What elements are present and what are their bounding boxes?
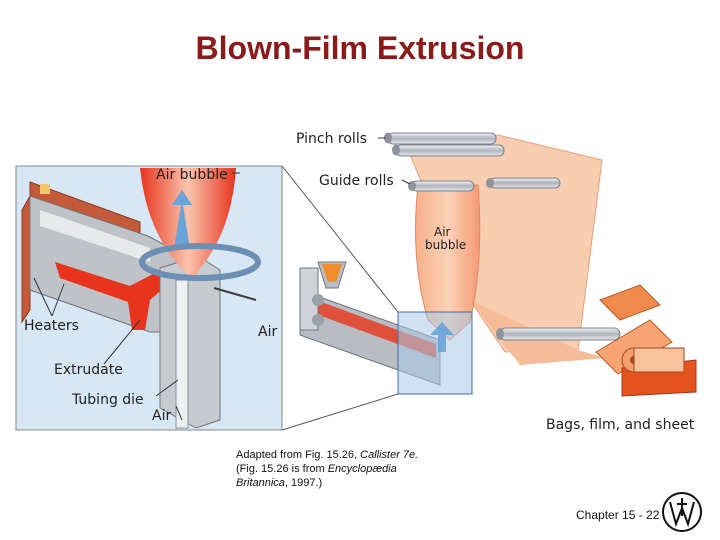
label-extrudate: Extrudate bbox=[54, 362, 123, 378]
label-tubing-die: Tubing die bbox=[71, 392, 144, 408]
label-air-bubble-main-2: bubble bbox=[425, 238, 466, 252]
lower-roll bbox=[499, 327, 621, 341]
label-heaters: Heaters bbox=[24, 318, 79, 334]
tubing-die bbox=[159, 255, 221, 429]
slide-title: Blown-Film Extrusion bbox=[195, 30, 525, 66]
label-air-bottom: Air bbox=[152, 408, 171, 424]
guide-rolls bbox=[408, 177, 561, 192]
air-ring bbox=[139, 243, 261, 281]
inset-air-bubble bbox=[140, 168, 236, 280]
figure-caption: Adapted from Fig. 15.26, Callister 7e. (… bbox=[236, 449, 419, 489]
zoom-box bbox=[397, 311, 473, 395]
label-air-bubble-main-1: Air bbox=[434, 225, 451, 239]
label-air-right: Air bbox=[258, 324, 277, 340]
pinch-rolls bbox=[384, 132, 505, 157]
label-pinch-rolls: Pinch rolls bbox=[296, 131, 367, 147]
heaters-graphic bbox=[21, 181, 141, 324]
bags-film-sheet-products bbox=[595, 284, 697, 397]
chapter-page-number: Chapter 15 - 22 bbox=[576, 508, 660, 522]
label-air-bubble-inset: Air bubble bbox=[156, 167, 228, 183]
publisher-logo bbox=[662, 492, 702, 532]
extrudate-flow bbox=[55, 262, 175, 330]
label-guide-rolls: Guide rolls bbox=[319, 173, 394, 189]
label-bags-film-sheet: Bags, film, and sheet bbox=[546, 417, 695, 433]
